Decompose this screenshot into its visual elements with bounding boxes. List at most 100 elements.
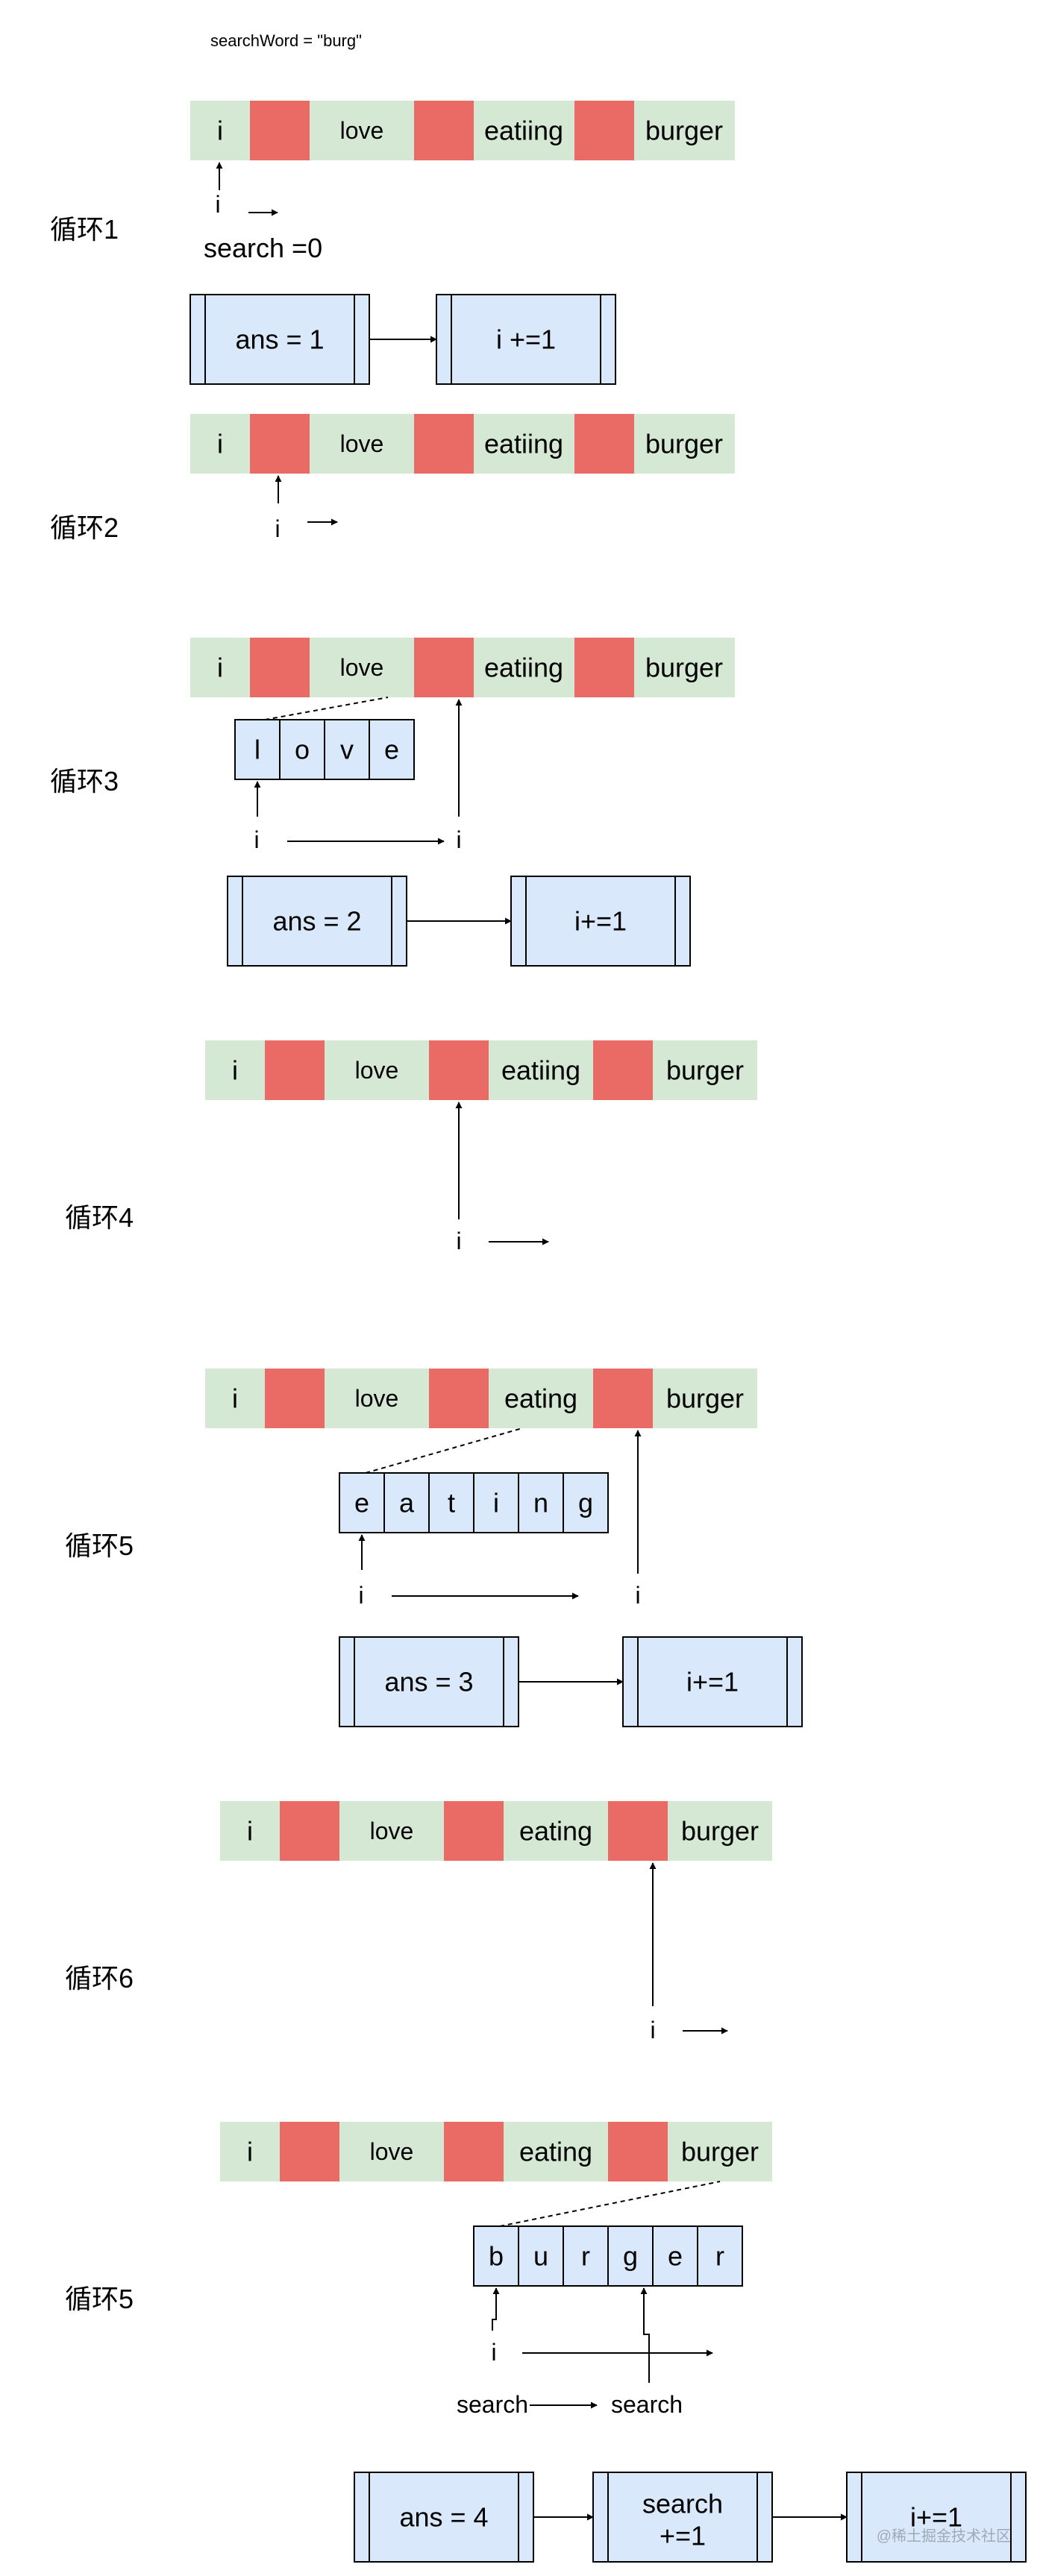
word-cell [325,1369,429,1428]
search-pointer-arrow [640,2287,650,2383]
loop-6: i love eating burger i 循环6 [65,1801,772,2043]
letter-row: b u r g e r [473,2225,743,2287]
word-cell-text: i [217,653,223,683]
word-cell-text: burger [681,1816,759,1847]
ans-box-text: ans = 4 [399,2502,488,2533]
word-cell-text: eating [519,2137,592,2167]
loop-label: 循环3 [50,766,119,797]
ans-box: ans = 4 [354,2472,534,2563]
pointer-i: i [358,1582,363,1609]
pointer-i: i [215,191,220,218]
watermark: @稀土掘金技术社区 [877,2528,1011,2545]
word-cell [668,1801,772,1861]
loop-2: i love eatiing burger i 循环2 [50,414,735,543]
word-cell [489,1040,593,1100]
increment-box-text: i+=1 [574,906,627,937]
letter-cell-text: g [578,1488,593,1518]
increment-box: i+=1 [846,2472,1027,2563]
ans-box: ans = 2 [227,876,407,967]
dashed-connector [264,697,389,720]
word-cell-text: love [370,1818,414,1844]
space-cell [608,1801,668,1861]
pointer-arrow [492,2287,500,2331]
letter-row: e a t i n g [339,1472,609,1533]
word-cell-text: eatiing [484,653,563,683]
word-cell [220,2122,280,2181]
word-cell [668,2122,772,2181]
letter-cell [697,2225,743,2287]
letter-cell-text: e [354,1488,369,1518]
pointer-i: i [275,515,280,542]
word-cell [190,638,250,697]
pointer-i: i [456,826,461,853]
space-cell [574,101,634,160]
word-cell-text: love [340,654,384,681]
word-cell [634,101,735,160]
space-cell [280,2122,339,2181]
pointer-i: i [456,1228,461,1254]
word-cell-text: burger [681,2137,759,2167]
sentence-row: i love eatiing burger [205,1040,757,1100]
word-cell-text: eatiing [501,1055,580,1086]
loop-1: i love eatiing burger i 循环1 search =0 an… [50,101,735,385]
letter-cell-text: u [533,2241,548,2272]
space-cell [414,101,474,160]
word-cell [634,638,735,697]
increment-box: i +=1 [436,294,616,385]
search-increment-line-1: search [642,2489,723,2519]
ans-box: ans = 3 [339,1636,519,1727]
space-cell [250,414,310,474]
space-cell [429,1040,489,1100]
word-cell [653,1040,757,1100]
space-cell [444,1801,504,1861]
word-cell-text: i [247,2137,253,2167]
sentence-row: i love eatiing burger [190,638,735,697]
word-cell [489,1369,593,1428]
letter-cell-text: r [715,2241,724,2272]
letter-cell-text: l [254,735,260,765]
letter-cell-text: b [489,2241,504,2272]
loop-label: 循环4 [65,1202,134,1233]
word-cell-text: burger [645,653,723,683]
loop-label: 循环5 [65,2284,134,2314]
ans-box: ans = 1 [189,294,370,385]
letter-cell-text: o [295,735,310,765]
loop-label: 循环6 [65,1963,134,1994]
ans-box-text: ans = 3 [384,1667,473,1697]
space-cell [265,1369,325,1428]
word-cell [653,1369,757,1428]
loop-7: i love eating burger b u r g e r [65,2122,1027,2563]
word-cell-text: eating [519,1816,592,1847]
loop-label: 循环1 [50,214,119,245]
sentence-row: i love eatiing burger [190,414,735,474]
space-cell [265,1040,325,1100]
word-cell [310,414,414,474]
letter-cell [563,2225,609,2287]
loop-5: i love eating burger e a t i n g [65,1369,803,1727]
search-label-a: search [457,2391,528,2418]
letter-cell [339,1472,385,1533]
word-cell [339,1801,444,1861]
letter-cell [652,2225,698,2287]
word-cell-text: i [217,429,223,459]
word-cell [220,1801,280,1861]
letter-cell [428,1472,474,1533]
letter-row: l o v e [234,719,415,780]
sentence-row: i love eatiing burger [190,101,735,160]
word-cell [190,414,250,474]
space-cell [414,638,474,697]
letter-cell [234,719,281,780]
letter-cell [279,719,325,780]
increment-box: i+=1 [622,1636,803,1727]
word-cell-text: burger [666,1055,744,1086]
word-cell [205,1040,265,1100]
word-cell [634,414,735,474]
loop-3: i love eatiing burger l o v e i i 循环3 [50,638,735,967]
word-cell [310,638,414,697]
increment-box-text: i +=1 [496,324,556,355]
dashed-connector [499,2181,721,2227]
search-increment-line-2: +=1 [660,2521,706,2551]
letter-cell [369,719,415,780]
space-cell [444,2122,504,2181]
